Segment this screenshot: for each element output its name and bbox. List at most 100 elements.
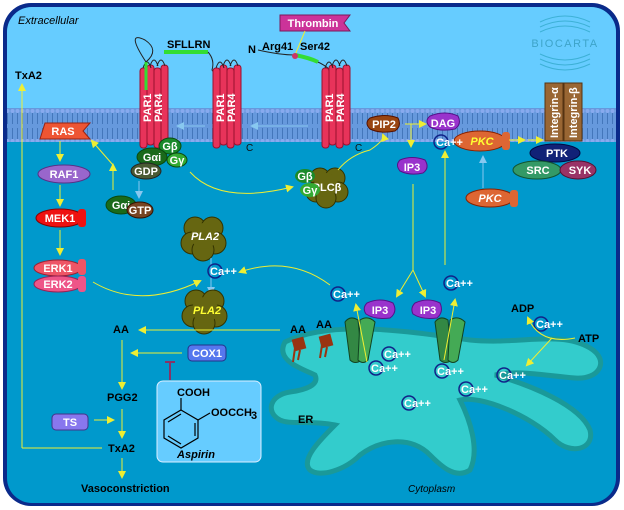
svg-text:SYK: SYK <box>569 165 592 177</box>
integrin-alpha[interactable]: Integrin-α <box>544 82 564 142</box>
ip3-receptor-2[interactable] <box>434 317 466 363</box>
plasma-membrane <box>7 108 616 142</box>
svg-text:Gαi: Gαi <box>143 152 161 164</box>
erk2-node[interactable]: ERK2 <box>33 275 86 293</box>
ras-node[interactable]: RAS <box>39 122 92 140</box>
erk1-node[interactable]: ERK1 <box>33 259 86 277</box>
svg-text:MEK1: MEK1 <box>45 213 76 225</box>
calcium-ion: Ca++ <box>368 360 398 376</box>
pkc-active-node[interactable]: PKC <box>453 130 510 152</box>
svg-text:IP3: IP3 <box>372 305 389 317</box>
cox1-node[interactable]: COX1 <box>187 344 227 362</box>
svg-text:SRC: SRC <box>526 165 549 177</box>
svg-text:Ca++: Ca++ <box>371 363 398 375</box>
svg-text:Gαi: Gαi <box>112 200 130 212</box>
svg-text:Ca++: Ca++ <box>333 289 360 301</box>
svg-text:Gγ: Gγ <box>303 185 319 197</box>
gbeta-node[interactable]: Gβ <box>158 137 182 155</box>
pip2-node[interactable]: PIP2 <box>366 115 400 133</box>
svg-text:COX1: COX1 <box>192 348 222 360</box>
svg-text:Ca++: Ca++ <box>384 349 411 361</box>
arg41-label: Arg41 <box>262 41 293 53</box>
raf1-node[interactable]: RAF1 <box>37 164 91 184</box>
svg-text:GDP: GDP <box>134 166 158 178</box>
pgg2-label: PGG2 <box>107 392 138 404</box>
endoplasmic-reticulum <box>268 326 604 476</box>
svg-text:ERK2: ERK2 <box>43 279 72 291</box>
calcium-ion: Ca++ <box>381 346 411 362</box>
biocarta-logo-text: BIOCARTA <box>531 38 598 50</box>
svg-text:PLA2: PLA2 <box>193 305 221 317</box>
svg-text:Aspirin: Aspirin <box>176 449 215 461</box>
src-node[interactable]: SRC <box>512 160 562 180</box>
aspirin-box[interactable]: COOH OOCCH 3 Aspirin <box>156 380 262 463</box>
calcium-ion: Ca++ <box>401 395 431 411</box>
aa-membrane-label-2: AA <box>316 319 332 331</box>
ip3-bound-1[interactable]: IP3 <box>363 299 396 319</box>
svg-text:Gβ: Gβ <box>162 141 178 153</box>
dag-node[interactable]: DAG <box>426 112 460 131</box>
txa2-label: TxA2 <box>108 443 135 455</box>
ip3-receptor-1[interactable] <box>344 317 376 363</box>
svg-text:TS: TS <box>63 417 77 429</box>
calcium-ion: Ca++ <box>433 134 463 150</box>
txa2-top-label: TxA2 <box>15 70 42 82</box>
svg-text:RAS: RAS <box>51 126 74 138</box>
calcium-ion: Ca++ <box>533 316 563 332</box>
extracellular-label: Extracellular <box>18 15 80 27</box>
cell-frame <box>3 3 620 506</box>
ip3-node[interactable]: IP3 <box>397 157 428 175</box>
c-terminus-label: C <box>355 143 362 154</box>
svg-text:3: 3 <box>251 410 257 422</box>
pkc-inactive-node[interactable]: PKC <box>465 188 518 208</box>
par1-label: PAR1 <box>324 93 336 122</box>
par4-label: PAR4 <box>335 93 347 122</box>
gbeta-gamma-plc[interactable]: Gβ Gγ <box>295 169 320 197</box>
par4-label: PAR4 <box>153 93 165 122</box>
ip3-bound-2[interactable]: IP3 <box>411 299 442 319</box>
ts-node[interactable]: TS <box>51 413 89 431</box>
calcium-ion: Ca++ <box>458 381 488 397</box>
calcium-ion: Ca++ <box>496 367 526 383</box>
ser42-label: Ser42 <box>300 41 330 53</box>
ggamma-node[interactable]: Gγ <box>166 152 188 168</box>
svg-text:PTK: PTK <box>546 148 568 160</box>
syk-node[interactable]: SYK <box>559 160 597 180</box>
thrombin-node[interactable]: Thrombin <box>279 14 351 32</box>
svg-text:RAF1: RAF1 <box>50 169 79 181</box>
calcium-ion: Ca++ <box>443 275 473 291</box>
calcium-ion: Ca++ <box>207 263 237 279</box>
galpha-i-node[interactable]: Gαi <box>136 147 168 167</box>
biocarta-logo: BIOCARTA <box>531 15 598 71</box>
svg-text:PKC: PKC <box>478 193 502 205</box>
integrin-beta[interactable]: Integrin-β <box>563 82 583 142</box>
aa-membrane-label-1: AA <box>290 324 306 336</box>
svg-text:DAG: DAG <box>431 118 455 130</box>
galpha-i-gtp-node[interactable]: Gαi GTP <box>105 195 154 219</box>
svg-text:Gβ: Gβ <box>297 171 313 183</box>
mek1-node[interactable]: MEK1 <box>35 208 86 228</box>
svg-text:Ca++: Ca++ <box>446 278 473 290</box>
svg-text:PKC: PKC <box>470 136 494 148</box>
plcb-node[interactable]: PLCβ <box>305 167 349 209</box>
par1-label: PAR1 <box>142 93 154 122</box>
svg-text:PLA2: PLA2 <box>191 231 219 243</box>
par1-label: PAR1 <box>215 93 227 122</box>
gdp-node[interactable]: GDP <box>130 162 162 180</box>
ptk-node[interactable]: PTK <box>529 143 581 163</box>
svg-text:COOH: COOH <box>177 387 210 399</box>
c-terminus-label: C <box>246 143 253 154</box>
thrombin-label: Thrombin <box>288 18 339 30</box>
pla2-inactive-node[interactable]: PLA2 <box>180 216 227 262</box>
svg-text:PIP2: PIP2 <box>372 119 396 131</box>
svg-text:IP3: IP3 <box>404 162 421 174</box>
svg-text:Ca++: Ca++ <box>436 137 463 149</box>
svg-text:Ca++: Ca++ <box>461 384 488 396</box>
svg-text:Ca++: Ca++ <box>437 366 464 378</box>
calcium-ion: Ca++ <box>434 363 464 379</box>
pla2-active-node[interactable]: PLA2 <box>181 289 228 335</box>
